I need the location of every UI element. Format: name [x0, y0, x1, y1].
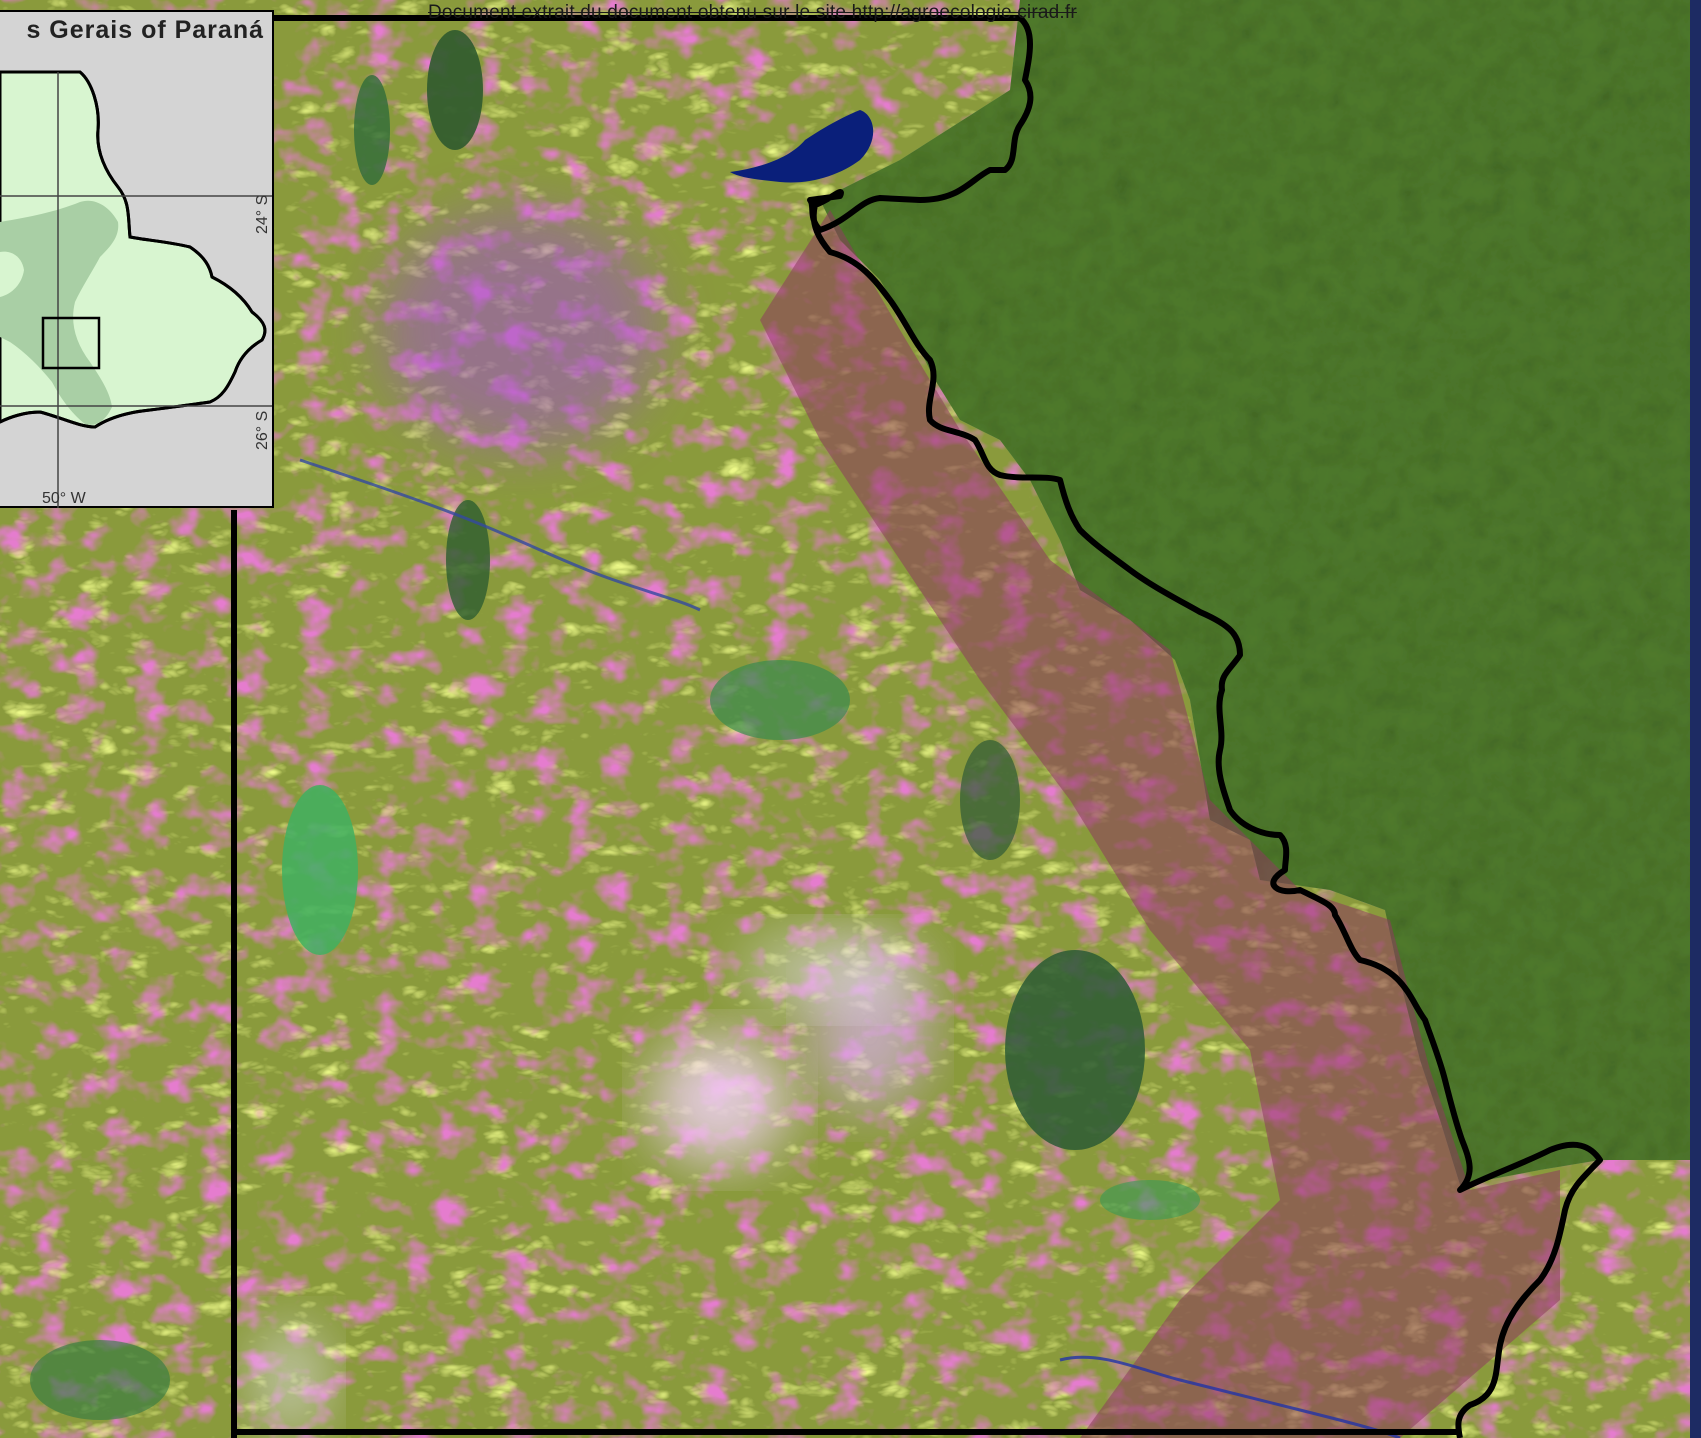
latitude-label-24s: 24° S — [254, 194, 271, 234]
latitude-label-26s: 26° S — [254, 410, 271, 450]
frame-edge — [1690, 0, 1701, 1438]
longitude-label-50w: 50° W — [42, 490, 86, 507]
locator-inset: s Gerais of Paraná 24° S 26° S 50° W — [0, 10, 274, 508]
parana-locator-map — [0, 70, 272, 508]
inset-title: s Gerais of Paraná — [26, 16, 264, 44]
source-note: Document extrait du document obtenu sur … — [428, 2, 1077, 23]
